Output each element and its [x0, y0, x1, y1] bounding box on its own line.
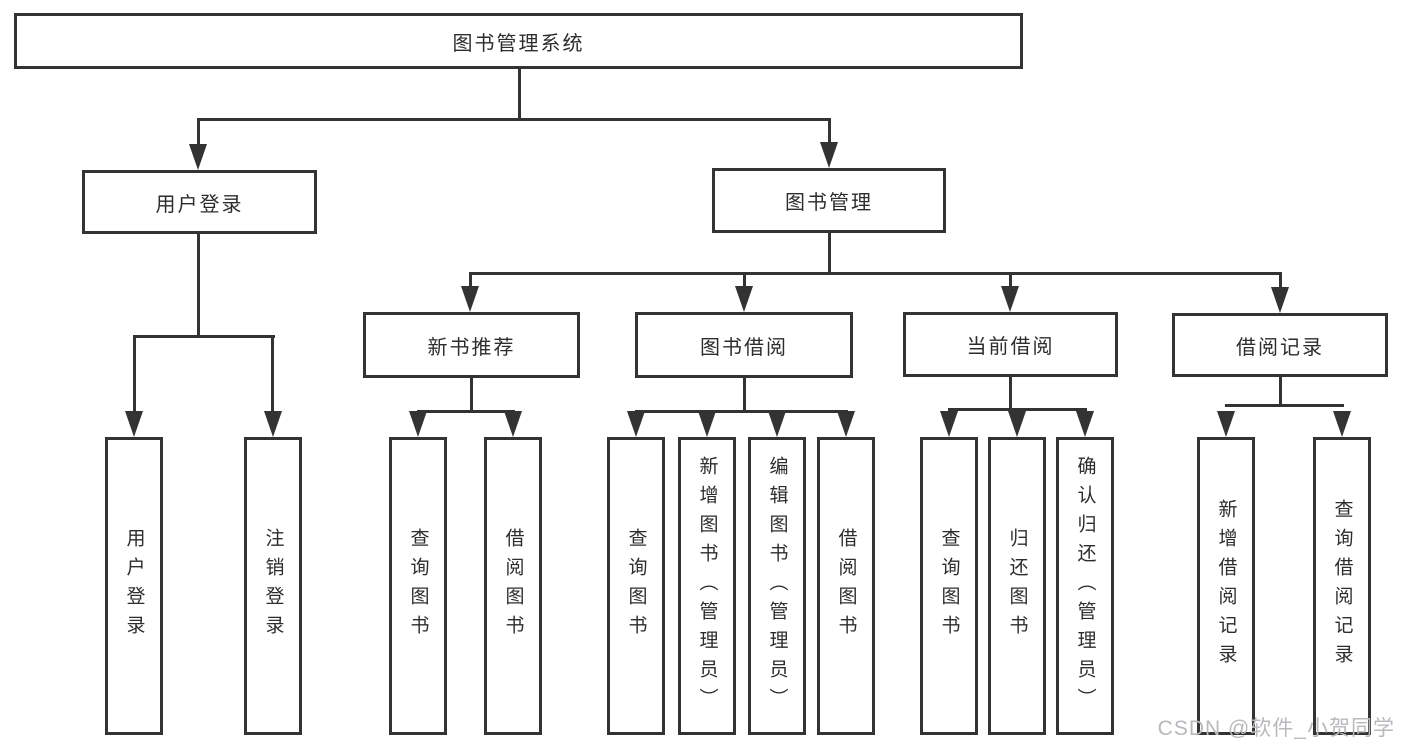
csdn-watermark: CSDN @软件_小贺同学 [1157, 717, 1395, 740]
rail-level2-line [197, 118, 831, 121]
node-new-book-rec-label: 新书推荐 [427, 336, 516, 359]
drop-book-borrow-line [743, 272, 746, 290]
node-leaf-confirm-return: 确认归还（管理员） [1056, 437, 1114, 735]
node-leaf-query-book-3: 查询图书 [920, 437, 978, 735]
node-new-book-rec: 新书推荐 [363, 312, 580, 378]
node-borrow-record-label: 借阅记录 [1236, 336, 1324, 359]
rail-user-login-children-line [133, 335, 275, 338]
arrow-book-borrow-arrowhead-icon [735, 286, 753, 312]
stem-root-line [518, 69, 521, 121]
node-book-mgmt-label: 图书管理 [785, 192, 873, 214]
node-root-label: 图书管理系统 [452, 32, 585, 55]
node-leaf-query-book-2: 查询图书 [607, 437, 665, 735]
arrow-leaf-return-book-arrowhead-icon [1008, 411, 1026, 437]
node-leaf-logout-label: 注销登录 [262, 528, 284, 644]
arrow-leaf-add-record-arrowhead-icon [1217, 411, 1235, 437]
stem-book-borrow-line [743, 378, 746, 413]
drop-new-book-rec-line [469, 272, 472, 290]
arrow-leaf-query-book-1-arrowhead-icon [409, 411, 427, 437]
stem-borrow-record-line [1279, 377, 1282, 407]
node-leaf-add-record: 新增借阅记录 [1197, 437, 1255, 735]
arrow-leaf-query-book-2-arrowhead-icon [627, 411, 645, 437]
rail-new-book-rec-children-line [417, 410, 515, 413]
arrow-leaf-borrow-book-2-arrowhead-icon [837, 411, 855, 437]
arrow-borrow-record-arrowhead-icon [1271, 287, 1289, 313]
node-current-borrow-label: 当前借阅 [966, 336, 1055, 358]
node-user-login-label: 用户登录 [155, 193, 244, 216]
node-leaf-query-record-label: 查询借阅记录 [1331, 499, 1353, 673]
node-leaf-query-book-2-label: 查询图书 [625, 528, 647, 644]
drop-leaf-user-login-line [133, 335, 136, 413]
node-borrow-record: 借阅记录 [1172, 313, 1388, 377]
node-leaf-borrow-book-1: 借阅图书 [484, 437, 542, 735]
node-leaf-return-book-label: 归还图书 [1006, 528, 1028, 644]
drop-book-mgmt-line [828, 118, 831, 146]
node-leaf-query-book-1: 查询图书 [389, 437, 447, 735]
drop-user-login-line [197, 118, 200, 148]
node-leaf-edit-book-label: 编辑图书（管理员） [766, 455, 788, 717]
node-leaf-user-login: 用户登录 [105, 437, 163, 735]
node-leaf-confirm-return-label: 确认归还（管理员） [1074, 455, 1096, 717]
node-book-mgmt: 图书管理 [712, 168, 946, 233]
arrow-leaf-logout-arrowhead-icon [264, 411, 282, 437]
rail-level3-line [469, 272, 1282, 275]
drop-leaf-logout-line [271, 335, 274, 413]
stem-current-borrow-line [1009, 377, 1012, 411]
arrow-leaf-borrow-book-1-arrowhead-icon [504, 411, 522, 437]
node-leaf-add-book-label: 新增图书（管理员） [696, 455, 718, 717]
node-leaf-query-record: 查询借阅记录 [1313, 437, 1371, 735]
stem-new-book-rec-line [470, 378, 473, 413]
arrow-book-mgmt-arrowhead-icon [820, 142, 838, 168]
arrow-leaf-edit-book-arrowhead-icon [768, 411, 786, 437]
node-leaf-borrow-book-1-label: 借阅图书 [502, 528, 524, 644]
stem-book-mgmt-line [828, 233, 831, 275]
rail-book-borrow-children-line [635, 410, 848, 413]
node-user-login: 用户登录 [82, 170, 317, 234]
node-current-borrow: 当前借阅 [903, 312, 1118, 377]
node-leaf-edit-book: 编辑图书（管理员） [748, 437, 806, 735]
node-book-borrow-label: 图书借阅 [700, 336, 788, 359]
arrow-leaf-query-record-arrowhead-icon [1333, 411, 1351, 437]
node-leaf-add-book: 新增图书（管理员） [678, 437, 736, 735]
rail-current-borrow-children-line [948, 408, 1087, 411]
arrow-leaf-confirm-return-arrowhead-icon [1076, 411, 1094, 437]
node-book-borrow: 图书借阅 [635, 312, 853, 378]
node-leaf-add-record-label: 新增借阅记录 [1215, 499, 1237, 673]
node-leaf-borrow-book-2: 借阅图书 [817, 437, 875, 735]
arrow-leaf-query-book-3-arrowhead-icon [940, 411, 958, 437]
node-leaf-query-book-1-label: 查询图书 [407, 528, 429, 644]
node-leaf-logout: 注销登录 [244, 437, 302, 735]
rail-borrow-record-children-line [1225, 404, 1344, 407]
stem-user-login-line [197, 234, 200, 338]
node-leaf-query-book-3-label: 查询图书 [938, 528, 960, 644]
arrow-leaf-add-book-arrowhead-icon [698, 411, 716, 437]
drop-borrow-record-line [1279, 272, 1282, 290]
node-root: 图书管理系统 [14, 13, 1023, 69]
node-leaf-borrow-book-2-label: 借阅图书 [835, 528, 857, 644]
arrow-new-book-rec-arrowhead-icon [461, 286, 479, 312]
node-leaf-user-login-label: 用户登录 [123, 528, 145, 644]
arrow-user-login-arrowhead-icon [189, 144, 207, 170]
arrow-leaf-user-login-arrowhead-icon [125, 411, 143, 437]
node-leaf-return-book: 归还图书 [988, 437, 1046, 735]
arrow-current-borrow-arrowhead-icon [1001, 286, 1019, 312]
drop-current-borrow-line [1009, 272, 1012, 290]
